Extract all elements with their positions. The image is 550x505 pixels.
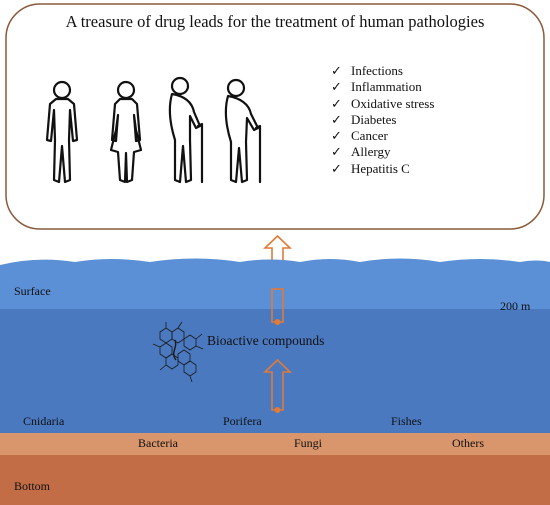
seabed-upper — [0, 433, 550, 455]
check-icon: ✓ — [331, 111, 342, 127]
arrow-base-dot — [274, 407, 281, 413]
check-icon: ✓ — [331, 160, 342, 176]
list-item: ✓ Infections — [331, 63, 434, 79]
microbe-bacteria: Bacteria — [138, 436, 178, 450]
seabed-lower — [0, 455, 550, 505]
diagram-title: A treasure of drug leads for the treatme… — [65, 12, 485, 31]
human-figures-icon — [45, 76, 262, 184]
pathology-list: ✓ Infections ✓ Inflammation ✓ Oxidative str… — [331, 63, 434, 177]
condition-label: Inflammation — [351, 79, 422, 95]
list-item: ✓ Oxidative stress — [331, 96, 434, 112]
list-item: ✓ Hepatitis C — [331, 161, 434, 177]
check-icon: ✓ — [331, 144, 342, 160]
condition-label: Infections — [351, 63, 403, 78]
condition-label: Allergy — [351, 144, 391, 160]
molecule-structure-icon — [152, 321, 204, 383]
deep-water — [0, 309, 550, 434]
man-figure-icon — [45, 80, 79, 184]
condition-label: Cancer — [351, 128, 388, 144]
check-icon: ✓ — [331, 79, 342, 95]
check-icon: ✓ — [331, 95, 342, 111]
surface-water — [0, 258, 550, 310]
microbe-fungi: Fungi — [294, 436, 323, 450]
condition-label: Oxidative stress — [351, 95, 435, 111]
arrow-up-icon — [263, 358, 292, 411]
depth-label: 200 m — [500, 299, 531, 313]
list-item: ✓ Inflammation — [331, 79, 434, 95]
elderly-figure-icon — [224, 78, 262, 184]
list-item: ✓ Diabetes — [331, 112, 434, 128]
list-item: ✓ Allergy — [331, 144, 434, 160]
woman-figure-icon — [109, 80, 143, 184]
arrow-base-dot — [274, 319, 281, 325]
bottom-label: Bottom — [14, 479, 51, 493]
pathologies-box — [5, 3, 545, 230]
check-icon: ✓ — [331, 63, 342, 78]
check-icon: ✓ — [331, 128, 342, 144]
elderly-figure-icon — [168, 76, 204, 184]
list-item: ✓ Cancer — [331, 128, 434, 144]
organism-porifera: Porifera — [223, 414, 262, 428]
condition-label: Hepatitis C — [351, 160, 410, 176]
microbe-others: Others — [452, 436, 484, 450]
organism-cnidaria: Cnidaria — [23, 414, 65, 428]
organism-fishes: Fishes — [391, 414, 422, 428]
condition-label: Diabetes — [351, 111, 397, 127]
surface-label: Surface — [14, 284, 51, 298]
compounds-label: Bioactive compounds — [207, 333, 325, 348]
